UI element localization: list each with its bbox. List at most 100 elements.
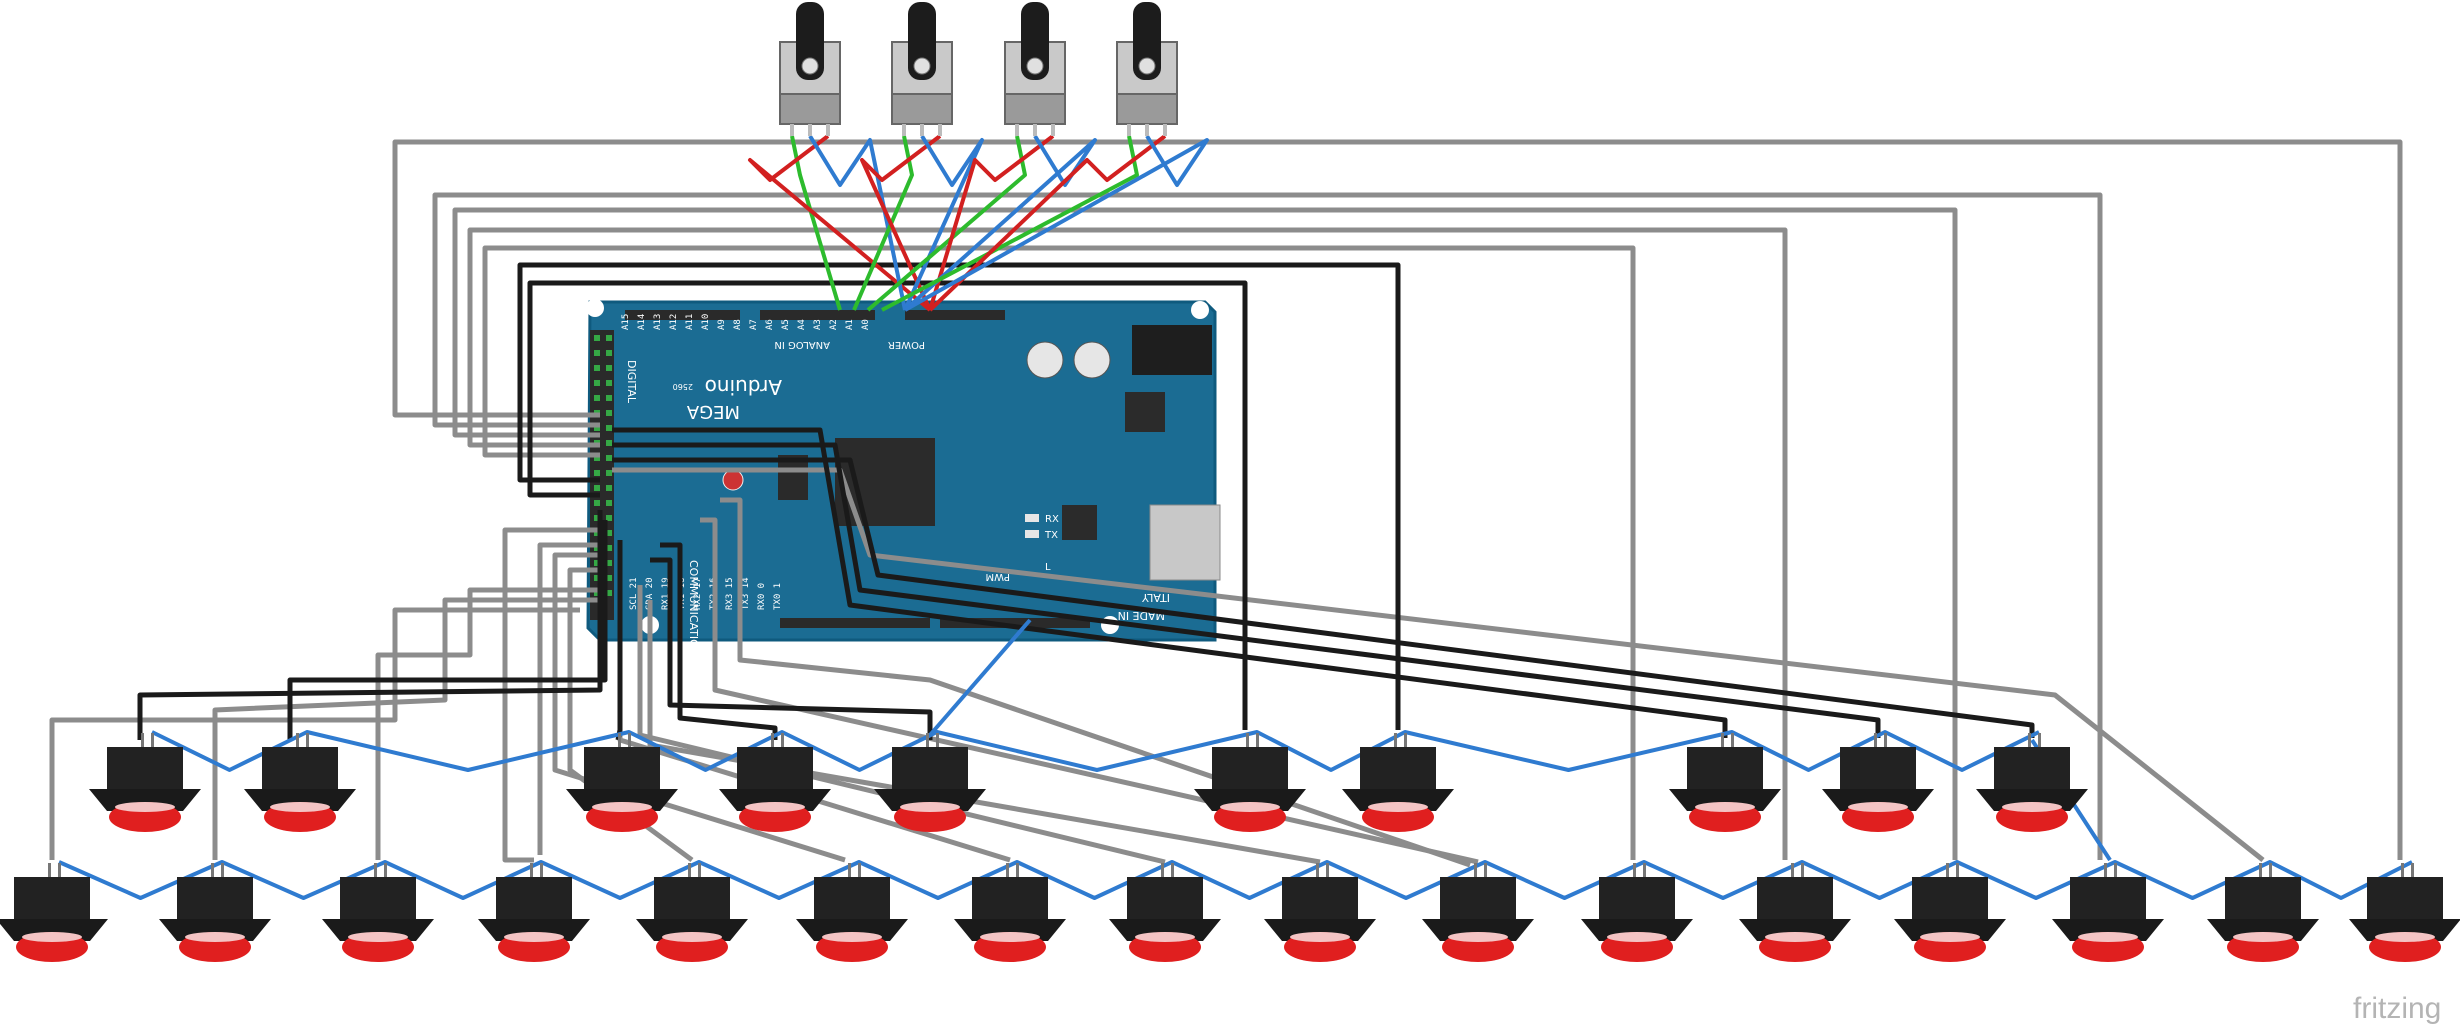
- push-button: [159, 863, 271, 962]
- mount-hole-1: [586, 299, 604, 317]
- button-leg: [848, 863, 851, 877]
- digital-pin: [594, 485, 600, 491]
- button-body: [737, 747, 813, 789]
- pot-knob: [1133, 2, 1161, 80]
- button-body: [1212, 747, 1288, 789]
- push-button: [719, 733, 831, 832]
- communication-label: COMMUNICATION: [687, 560, 700, 656]
- analog-pin-label: A8: [733, 319, 743, 330]
- pwm-header-2: [940, 618, 1090, 628]
- wire: [881, 135, 1139, 312]
- button-leg: [306, 733, 309, 747]
- button-body: [1360, 747, 1436, 789]
- usb-port: [1149, 504, 1221, 581]
- pot-leg: [1163, 124, 1167, 136]
- button-leg: [1721, 733, 1724, 747]
- pot-shaft-ring: [1026, 57, 1044, 75]
- digital-pin: [594, 425, 600, 431]
- button-body: [1282, 877, 1358, 919]
- push-button: [89, 733, 201, 832]
- digital-pin: [594, 470, 600, 476]
- wire: [866, 135, 1027, 312]
- button-cap-shine: [1848, 802, 1908, 812]
- tx-label: TX: [1044, 530, 1058, 541]
- digital-pin: [606, 485, 612, 491]
- button-cap-shine: [662, 932, 722, 942]
- button-leg: [781, 733, 784, 747]
- button-body: [2225, 877, 2301, 919]
- wire: [852, 135, 914, 311]
- pot-base: [779, 93, 841, 125]
- wire: [58, 860, 2413, 900]
- button-leg: [1016, 863, 1019, 877]
- digital-pin: [594, 515, 600, 521]
- capacitor-1: [1026, 341, 1064, 379]
- pot-shaft-ring: [1138, 57, 1156, 75]
- digital-label: DIGITAL: [625, 360, 638, 404]
- tx-led: [1025, 530, 1039, 538]
- digital-pin: [606, 545, 612, 551]
- wire: [903, 134, 1097, 312]
- push-button: [2349, 863, 2460, 962]
- button-body: [1687, 747, 1763, 789]
- wire: [615, 540, 623, 741]
- button-leg: [211, 863, 214, 877]
- button-body: [1994, 747, 2070, 789]
- wire: [452, 207, 1958, 860]
- button-leg: [530, 863, 533, 877]
- digital-pin: [594, 455, 600, 461]
- button-body: [1599, 877, 1675, 919]
- digital-pin: [606, 500, 612, 506]
- comm-pin-label: RX1 19: [661, 577, 671, 610]
- wire: [612, 467, 2265, 862]
- wire: [375, 587, 600, 860]
- digital-pin: [606, 335, 612, 341]
- button-leg: [1246, 733, 1249, 747]
- pot-leg: [826, 124, 830, 136]
- button-leg: [1791, 863, 1794, 877]
- pot-shaft-ring: [913, 57, 931, 75]
- button-leg: [384, 863, 387, 877]
- digital-pin: [594, 545, 600, 551]
- push-button: [1669, 733, 1781, 832]
- button-leg: [2401, 863, 2404, 877]
- push-button: [244, 733, 356, 832]
- button-cap-shine: [900, 802, 960, 812]
- push-button: [1739, 863, 1851, 962]
- mega-label: MEGA: [686, 401, 740, 422]
- button-leg: [688, 863, 691, 877]
- button-body: [654, 877, 730, 919]
- rx-led: [1025, 514, 1039, 522]
- capacitor-2: [1073, 341, 1111, 379]
- button-leg: [1946, 863, 1949, 877]
- button-leg: [1326, 863, 1329, 877]
- analog-pin-label: A7: [749, 319, 759, 330]
- pot-leg: [1033, 124, 1037, 136]
- wire: [637, 585, 1166, 865]
- pot-shaft-ring: [801, 57, 819, 75]
- button-cap-shine: [592, 802, 652, 812]
- button-leg: [296, 733, 299, 747]
- wire: [502, 527, 600, 863]
- wire: [212, 597, 600, 860]
- pot-base: [1004, 93, 1066, 125]
- analog-pin-label: A5: [781, 319, 791, 330]
- analog-pin-label: A6: [765, 319, 775, 330]
- button-cap-shine: [2233, 932, 2293, 942]
- button-body: [1840, 747, 1916, 789]
- push-buttons: [0, 733, 2460, 962]
- button-body: [2070, 877, 2146, 919]
- digital-pin: [594, 335, 600, 341]
- wire: [904, 134, 1209, 312]
- digital-pin: [606, 395, 612, 401]
- digital-pin: [606, 575, 612, 581]
- wire: [552, 552, 846, 863]
- pot-knob: [796, 2, 824, 80]
- digital-pin: [594, 530, 600, 536]
- pot-leg: [920, 124, 924, 136]
- button-leg: [926, 733, 929, 747]
- wire: [467, 227, 1788, 860]
- pot-leg: [808, 124, 812, 136]
- button-cap-shine: [348, 932, 408, 942]
